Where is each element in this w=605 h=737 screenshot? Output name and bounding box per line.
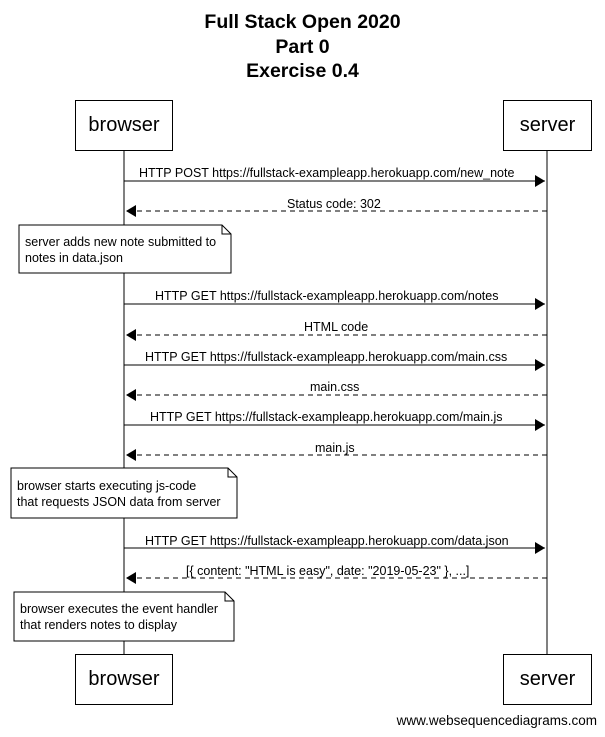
note-fold-1: [221, 225, 231, 235]
actor-server-top: server: [503, 100, 592, 151]
message-label-2: Status code: 302: [287, 197, 381, 211]
message-label-4: HTML code: [304, 320, 369, 334]
message-label-10: [{ content: "HTML is easy", date: "2019-…: [186, 564, 470, 578]
title-line-3: Exercise 0.4: [246, 60, 359, 82]
actor-server-bottom: server: [503, 654, 592, 705]
title-line-1: Full Stack Open 2020: [204, 11, 401, 33]
message-label-5: HTTP GET https://fullstack-exampleapp.he…: [145, 350, 508, 364]
note-fold-3: [224, 592, 234, 602]
actor-label: browser: [88, 114, 160, 136]
note-line: browser starts executing js-code: [17, 479, 197, 493]
note-line: browser executes the event handler: [20, 602, 219, 616]
note-box-3: [13, 591, 235, 642]
message-label-9: HTTP GET https://fullstack-exampleapp.he…: [145, 534, 509, 548]
message-label-7: HTTP GET https://fullstack-exampleapp.he…: [150, 410, 503, 424]
note-text-2: browser starts executing js-code that re…: [17, 478, 221, 510]
actor-label: server: [519, 114, 576, 136]
actor-browser-bottom: browser: [75, 654, 173, 705]
note-box-1: [18, 224, 232, 274]
message-label-8: main.js: [315, 441, 355, 455]
note-line: server adds new note submitted to: [25, 235, 217, 249]
message-label-6: main.css: [310, 380, 360, 394]
note-line: that requests JSON data from server: [17, 495, 221, 509]
note-text-1: server adds new note submitted to notes …: [25, 234, 216, 266]
message-label-3: HTTP GET https://fullstack-exampleapp.he…: [155, 289, 499, 303]
diagram-title: Full Stack Open 2020 Part 0 Exercise 0.4: [0, 10, 605, 84]
actor-label: server: [519, 668, 576, 690]
actor-label: browser: [88, 668, 160, 690]
note-fold-2: [227, 468, 237, 478]
actor-browser-top: browser: [75, 100, 173, 151]
note-line: notes in data.json: [25, 251, 123, 265]
note-text-3: browser executes the event handler that …: [20, 601, 218, 633]
note-line: that renders notes to display: [20, 618, 178, 632]
note-box-2: [10, 467, 238, 519]
title-line-2: Part 0: [275, 35, 330, 58]
footer-watermark: www.websequencediagrams.com: [396, 713, 597, 728]
message-label-1: HTTP POST https://fullstack-exampleapp.h…: [139, 166, 515, 180]
